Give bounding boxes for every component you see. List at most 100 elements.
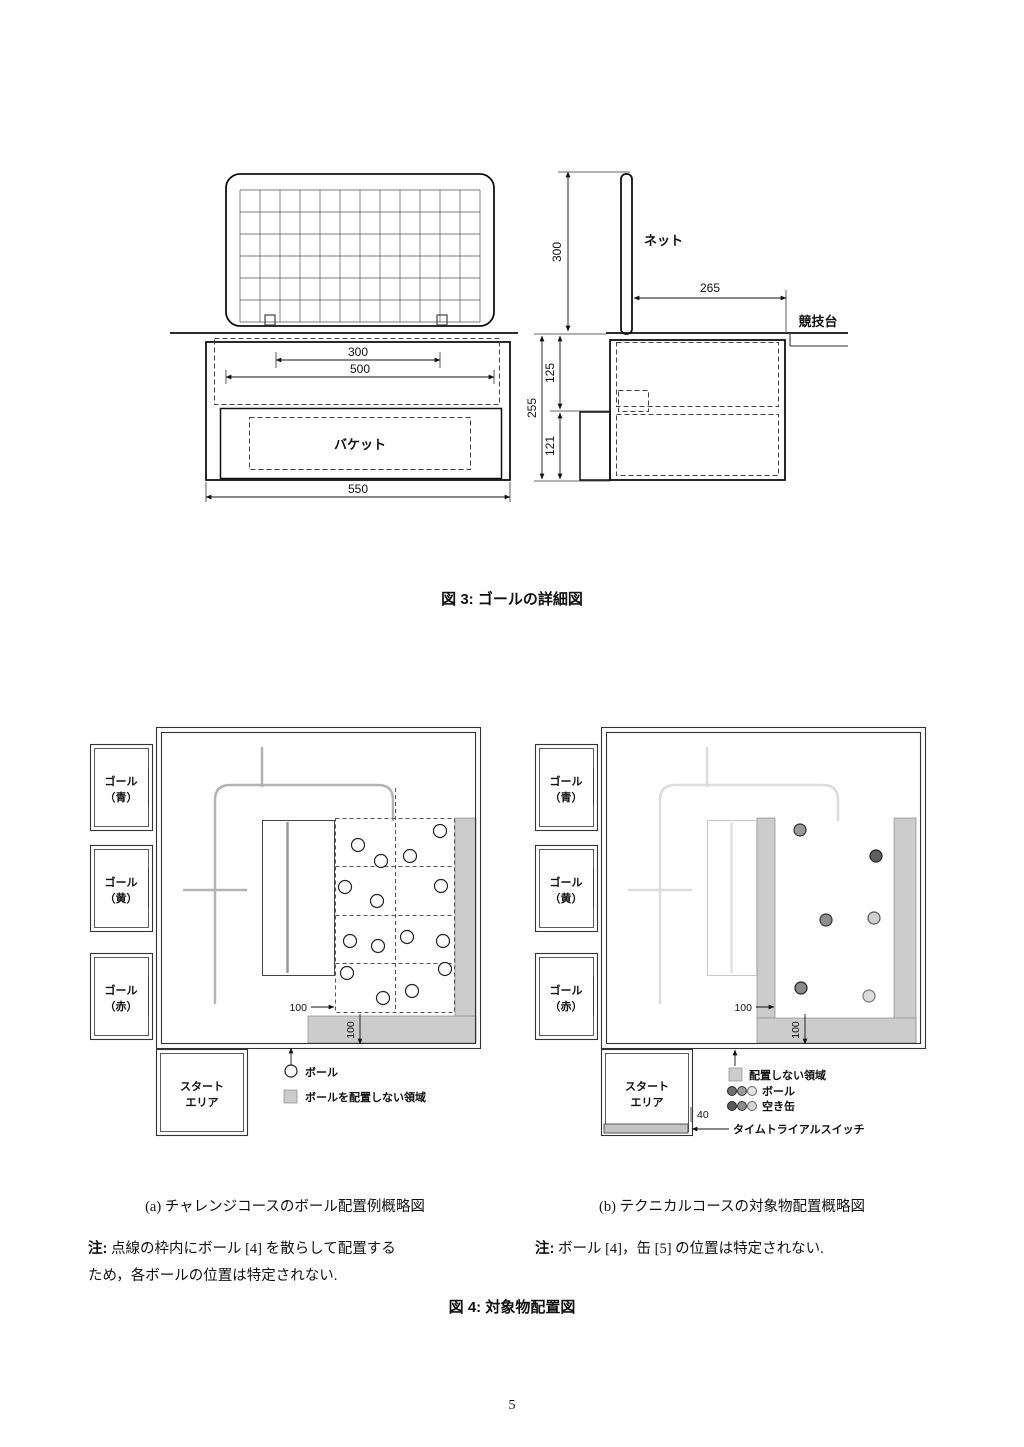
- side-dashed-upper: [616, 342, 779, 407]
- legend-switch-label: タイムトライアルスイッチ: [733, 1123, 865, 1136]
- fig4b-caption: (b) テクニカルコースの対象物配置概略図: [598, 1199, 866, 1215]
- legend-no-area-label: 配置しない領域: [749, 1068, 826, 1082]
- goal-yellow-b-line2: （黄）: [550, 891, 583, 905]
- start-b-line2: エリア: [631, 1096, 664, 1109]
- start-area-b: スタート エリア 40: [600, 1048, 709, 1137]
- note-a-prefix: 注:: [88, 1241, 108, 1257]
- net-foot-left: [264, 314, 276, 326]
- goal-red-b-line1: ゴール: [550, 983, 583, 997]
- dim-500-label: 500: [350, 362, 370, 376]
- bucket-outline: [219, 407, 503, 480]
- dim-550-label: 550: [348, 482, 368, 496]
- goal-blue-b-line1: ゴール: [550, 774, 583, 788]
- course-a-wall-inner: [160, 731, 477, 1045]
- time-trial-switch-bar: [603, 1123, 689, 1134]
- ball-scatter-zone: [335, 788, 455, 1013]
- side-dashed-lower: [616, 414, 779, 476]
- goal-yellow-a-line2: （黄）: [105, 891, 138, 905]
- dim-125-label: 125: [543, 363, 557, 383]
- goal-blue-a: ゴール （青）: [89, 743, 154, 832]
- fig4a-caption: (a) チャレンジコースのボール配置例概略図: [145, 1199, 425, 1215]
- dim-width-inner: 300: [275, 345, 441, 368]
- no-ball-area-bottom: [307, 1015, 477, 1044]
- course-a-obstacle: [262, 820, 335, 976]
- fig4-caption: 図 4: 対象物配置図: [448, 1299, 576, 1316]
- note-a-text1: 点線の枠内にボール [4] を散らして配置する: [110, 1241, 396, 1257]
- course-b-wall-outer: [600, 726, 927, 1050]
- no-area-left-b: [756, 817, 776, 1019]
- legend-a: ボール ボールを配置しない領域: [283, 1047, 426, 1104]
- dim-121-label: 121: [543, 436, 557, 456]
- goal-blue-a-line2: （青）: [105, 790, 138, 804]
- dim-net-depth: 265: [633, 281, 787, 332]
- page-number: 5: [508, 1398, 516, 1413]
- dim-255-label: 255: [525, 398, 539, 418]
- dim-40-label: 40: [697, 1109, 709, 1121]
- net-label: ネット: [644, 233, 683, 248]
- legend-ball-label-a: ボール: [305, 1065, 338, 1079]
- note-a-line1: 注: 点線の枠内にボール [4] を散らして配置する: [88, 1236, 490, 1263]
- platform-label: 競技台: [798, 314, 837, 329]
- goal-blue-b-line2: （青）: [550, 790, 583, 804]
- course-b-wall-inner: [605, 731, 922, 1045]
- side-dashed-small: [618, 390, 649, 412]
- legend-ball-icons-b: [727, 1086, 757, 1096]
- goal-blue-b: ゴール （青）: [534, 743, 599, 832]
- goal-base-side: [579, 411, 611, 481]
- no-area-right-b: [893, 817, 917, 1044]
- legend-no-ball-area-label: ボールを配置しない領域: [305, 1090, 426, 1104]
- start-a-line1: スタート: [180, 1080, 224, 1093]
- legend-area-icon-b: [728, 1067, 743, 1082]
- fig3-goal-side-view: 300 ネット 265 競技台 125 121: [525, 171, 848, 482]
- start-b-line1: スタート: [625, 1080, 669, 1093]
- legend-ball-icon: [284, 1064, 298, 1078]
- goal-body-side: [609, 339, 786, 481]
- fig4-course-b: 100 100 ゴール （青） ゴール （黄） ゴール （赤） スタート エリア: [534, 726, 927, 1137]
- dim-margin-b: 100 100: [734, 1002, 808, 1045]
- goal-red-a-line1: ゴール: [105, 983, 138, 997]
- dim-margin-a: 100 100: [289, 1002, 363, 1045]
- dim-100-v-a: 100: [345, 1021, 357, 1039]
- net-pole: [620, 173, 633, 335]
- course-a-wall-outer: [155, 726, 482, 1050]
- no-area-bottom-b: [756, 1017, 917, 1044]
- bucket-dashed: [249, 417, 471, 470]
- note-b-prefix: 注:: [535, 1241, 555, 1257]
- fig3-goal-front-view: 300 500 バケット 550: [170, 173, 518, 502]
- note-a: 注: 点線の枠内にボール [4] を散らして配置する ため，各ボールの位置は特定…: [88, 1236, 490, 1290]
- goal-red-a-line2: （赤）: [105, 999, 138, 1013]
- start-a-line2: エリア: [186, 1096, 219, 1109]
- dim-upper-height: 125: [543, 335, 563, 410]
- dim-265-label: 265: [700, 281, 720, 295]
- dim-lower-height: 121: [543, 412, 563, 480]
- course-a-line: [182, 746, 395, 1005]
- course-b-line: [627, 746, 840, 1005]
- net-foot-right: [436, 314, 448, 326]
- goal-red-b-line2: （赤）: [550, 999, 583, 1013]
- goal-blue-a-line1: ゴール: [105, 774, 138, 788]
- goal-yellow-a: ゴール （黄）: [89, 844, 154, 933]
- goal-body-front: [205, 341, 511, 481]
- dim-100-h-b: 100: [734, 1002, 752, 1014]
- no-ball-area-right: [454, 817, 477, 1044]
- dim-300-front-label: 300: [348, 345, 368, 359]
- legend-can-label: 空き缶: [762, 1099, 795, 1113]
- goal-red-b: ゴール （赤）: [534, 952, 599, 1041]
- net-grid: [239, 189, 481, 323]
- dim-100-v-b: 100: [790, 1021, 802, 1039]
- legend-can-icons-b: [727, 1101, 757, 1111]
- goal-red-a: ゴール （赤）: [89, 952, 154, 1041]
- note-b-line1: 注: ボール [4]，缶 [5] の位置は特定されない.: [535, 1236, 955, 1263]
- note-a-line2: ため，各ボールの位置は特定されない.: [88, 1268, 338, 1284]
- dim-width-outer: 550: [205, 482, 511, 502]
- goal-yellow-a-line1: ゴール: [105, 875, 138, 889]
- goal-yellow-b-line1: ゴール: [550, 875, 583, 889]
- legend-ball-label-b: ボール: [762, 1084, 795, 1098]
- balls-a: [337, 823, 453, 1006]
- legend-b: 配置しない領域 ボール 空き缶 タイムトライアルスイッチ: [691, 1049, 865, 1136]
- fig4-course-a: 100 100 ゴール （青） ゴール （黄） ゴール （赤） スタート エリア: [89, 726, 482, 1137]
- net-frame: [225, 173, 495, 327]
- dim-net-height: 300: [550, 171, 571, 332]
- dim-300-side-label: 300: [550, 242, 564, 262]
